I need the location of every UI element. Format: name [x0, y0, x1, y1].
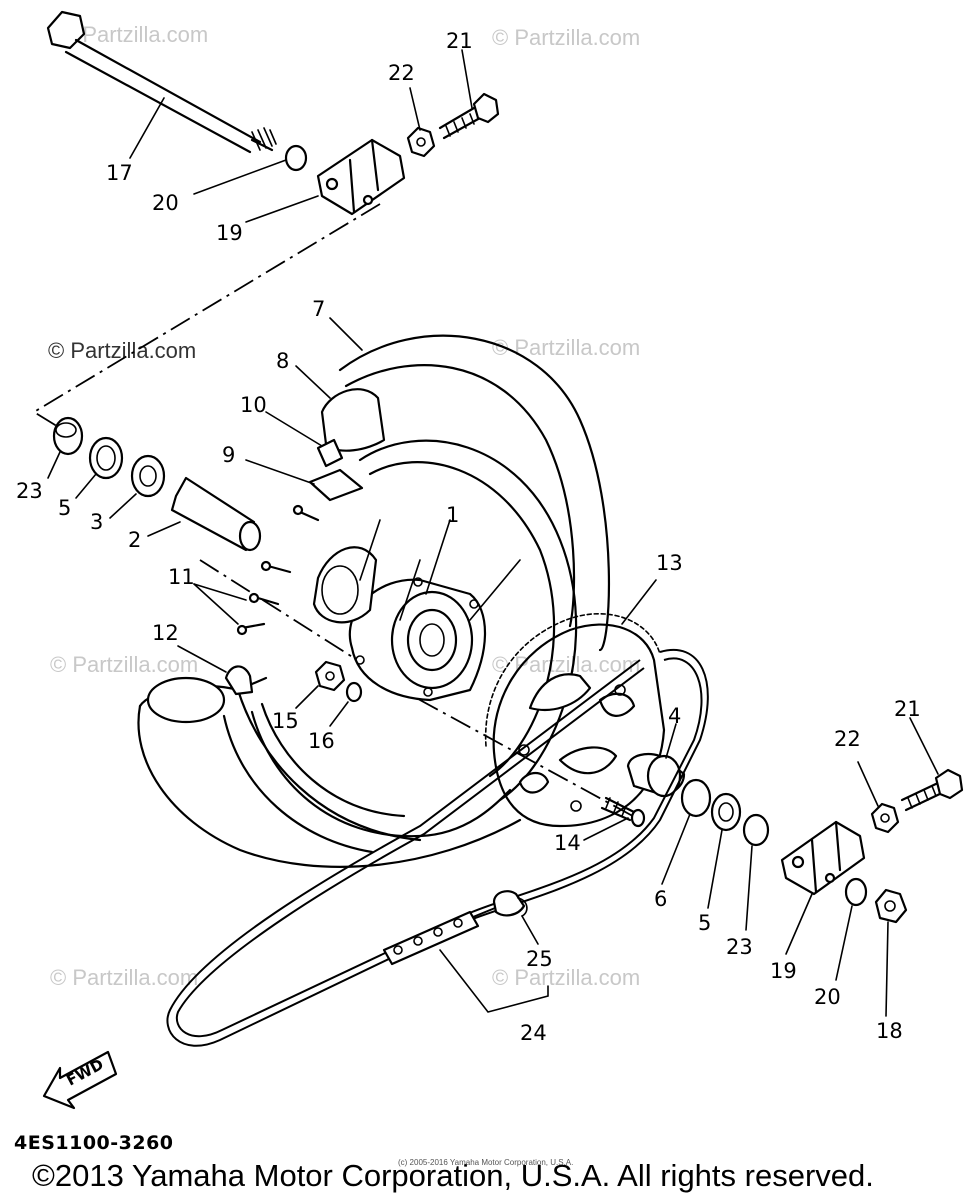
washer-top — [284, 144, 308, 172]
callout-15: 15 — [272, 709, 299, 733]
spacer-tube — [170, 476, 262, 552]
copyright-notice: ©2013 Yamaha Motor Corporation, U.S.A. A… — [32, 1158, 874, 1193]
bearing-inner — [130, 454, 166, 498]
wheel-rim — [250, 439, 578, 838]
callout-25: 25 — [526, 947, 553, 971]
callout-9: 9 — [222, 443, 235, 467]
callout-14: 14 — [554, 831, 581, 855]
spacer-right — [626, 753, 686, 798]
callout-12: 12 — [152, 621, 179, 645]
callout-20: 20 — [152, 191, 179, 215]
adjuster-bolt-right — [900, 768, 964, 812]
master-link — [492, 890, 528, 917]
adjuster-bolt-top — [438, 92, 500, 140]
wheel-hub — [312, 519, 521, 702]
circlip — [680, 778, 712, 818]
watermark: © Partzilla.com — [492, 335, 640, 360]
callout-23: 23 — [16, 479, 43, 503]
bearing-right — [710, 792, 742, 832]
chain-adjuster-top — [316, 138, 406, 216]
callout-21: 21 — [446, 29, 473, 53]
callout-10: 10 — [240, 393, 267, 417]
fwd-arrow: FWD — [42, 1050, 118, 1110]
callout-5: 5 — [698, 911, 711, 935]
bearing-left — [88, 436, 124, 480]
callout-18: 18 — [876, 1019, 903, 1043]
callout-4: 4 — [668, 704, 681, 728]
callout-20: 20 — [814, 985, 841, 1009]
watermark: © Partzilla.com — [492, 25, 640, 50]
hub-bolts — [236, 504, 320, 636]
callout-13: 13 — [656, 551, 683, 575]
callout-19: 19 — [216, 221, 243, 245]
callout-2: 2 — [128, 528, 141, 552]
axle-bolt — [46, 10, 277, 154]
collar-left — [52, 416, 84, 456]
chain-section — [382, 910, 480, 966]
callout-6: 6 — [654, 887, 667, 911]
watermark: © Partzilla.com — [492, 965, 640, 990]
rim-lock — [316, 438, 344, 468]
callout-22: 22 — [834, 727, 861, 751]
sprocket-bolt — [600, 796, 646, 828]
callout-1: 1 — [446, 503, 459, 527]
callout-3: 3 — [90, 510, 103, 534]
adjuster-nut-right — [870, 802, 900, 834]
axle-nut — [874, 888, 908, 924]
callout-24: 24 — [520, 1021, 547, 1045]
callout-labels: 1 2 3 4 5 5 6 7 8 9 10 11 12 13 14 15 16… — [16, 29, 921, 1045]
watermark: © Partzilla.com — [50, 965, 198, 990]
sprocket — [484, 612, 666, 828]
callout-19: 19 — [770, 959, 797, 983]
tire — [137, 334, 611, 868]
callout-5: 5 — [58, 496, 71, 520]
callout-17: 17 — [106, 161, 133, 185]
chain-adjuster-right — [780, 820, 866, 896]
watermark: © Partzilla.com — [50, 652, 198, 677]
alignment-line — [32, 203, 381, 429]
callout-23: 23 — [726, 935, 753, 959]
diagram-part-code: 4ES1100-3260 — [14, 1132, 174, 1154]
leader-lines — [47, 49, 939, 1017]
sprocket-nut — [314, 660, 346, 692]
callout-7: 7 — [312, 297, 325, 321]
adjuster-nut-top — [406, 126, 436, 158]
callout-21: 21 — [894, 697, 921, 721]
collar-right — [742, 813, 770, 847]
callout-11: 11 — [168, 565, 195, 589]
tiny-copyright: (c) 2005-2016 Yamaha Motor Corporation, … — [398, 1158, 574, 1167]
callout-16: 16 — [308, 729, 335, 753]
callout-8: 8 — [276, 349, 289, 373]
callout-22: 22 — [388, 61, 415, 85]
rim-band — [308, 468, 364, 502]
washer-right — [844, 877, 868, 907]
valve — [224, 665, 268, 696]
lock-washer — [345, 681, 363, 703]
